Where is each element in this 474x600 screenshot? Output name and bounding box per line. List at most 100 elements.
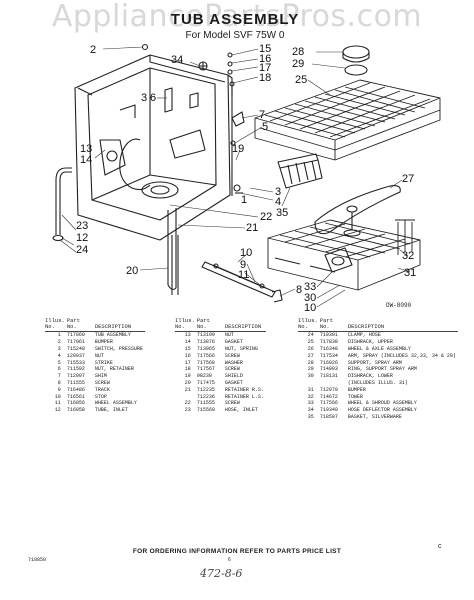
- lower-dishrack: [267, 219, 421, 291]
- description-cell: RETAINER L.S.: [224, 393, 264, 400]
- callout-32: 32: [402, 250, 414, 262]
- silverware-basket: [277, 153, 323, 189]
- part-no-cell: 716348: [319, 345, 338, 352]
- description-cell: TUBE, INLET: [94, 407, 128, 414]
- header-description: DESCRIPTION: [86, 318, 145, 332]
- page-title: TUB ASSEMBLY: [170, 11, 300, 28]
- description-cell: HOSE, INLET: [224, 407, 258, 414]
- inlet-hose: [52, 167, 72, 242]
- callout-24: 24: [76, 244, 88, 256]
- part-no-cell: 714672: [319, 393, 338, 400]
- callout-14: 14: [80, 154, 92, 166]
- part-no-cell: 711555: [66, 379, 85, 386]
- description-cell: BUMPER: [347, 386, 366, 393]
- description-cell: BASKET, SILVERWARE: [347, 413, 402, 420]
- callout-17: 17: [259, 62, 271, 74]
- callout-27: 27: [402, 173, 414, 185]
- part-no-cell: 713965: [196, 345, 215, 352]
- callout-3a: 3: [141, 92, 147, 104]
- part-no-cell: 717838: [319, 339, 338, 346]
- table-row: 712236 RETAINER L.S.: [175, 393, 266, 400]
- part-no-cell: 719301: [319, 332, 338, 339]
- description-cell: WHEEL ASSEMBLY: [94, 400, 137, 407]
- description-cell: RETAINER R.S.: [224, 386, 264, 393]
- page-number: 6: [228, 557, 231, 563]
- description-cell: SWITCH, PRESSURE: [94, 345, 143, 352]
- part-no-cell: 715533: [66, 359, 85, 366]
- part-no-cell: [320, 380, 340, 387]
- illus-no-cell: 35: [307, 413, 314, 420]
- callout-13: 13: [80, 143, 92, 155]
- description-cell: SCREW: [94, 379, 110, 386]
- illus-no-cell: 11: [54, 400, 61, 407]
- description-cell: RING, SUPPORT SPRAY ARM: [347, 366, 417, 373]
- header-description: DESCRIPTION: [339, 318, 458, 332]
- description-cell: WHEEL & AXLE ASSEMBLY: [347, 345, 411, 352]
- callout-28: 28: [292, 46, 304, 58]
- part-no-cell: 712236: [196, 393, 215, 400]
- spray-arm: [314, 185, 401, 237]
- callout-6: 6: [150, 92, 156, 104]
- part-no-cell: 715240: [66, 345, 85, 352]
- part-no-cell: 716486: [66, 386, 85, 393]
- callout-8: 8: [296, 284, 302, 296]
- table-row: 15 713965 NUT, SPRING: [175, 346, 266, 353]
- illus-no-cell: 22: [184, 400, 191, 407]
- description-cell: DISHRACK, UPPER: [347, 339, 393, 346]
- ordering-info: FOR ORDERING INFORMATION REFER TO PARTS …: [132, 548, 342, 555]
- exploded-diagram: 2 15 16 17 18 34 3 6 7 5 28 29 25 27 13 …: [52, 43, 441, 314]
- description-cell: NUT, SPRING: [224, 345, 258, 352]
- illus-no-cell: 30: [307, 373, 314, 380]
- callout-30: 30: [304, 292, 316, 304]
- callout-35: 35: [276, 207, 288, 219]
- illus-no-cell: 28: [307, 359, 314, 366]
- part-no-cell: 716926: [319, 359, 338, 366]
- description-cell: NUT: [94, 352, 104, 359]
- illus-no-cell: 29: [307, 366, 314, 373]
- description-cell: STRIKE: [94, 359, 113, 366]
- callout-18: 18: [259, 72, 271, 84]
- illus-no-cell: 26: [307, 345, 314, 352]
- description-cell: NUT: [224, 332, 234, 339]
- description-cell: TUB ASSEMBLY: [94, 332, 131, 339]
- part-no-cell: 716056: [66, 400, 85, 407]
- illus-no-cell: 23: [184, 407, 191, 414]
- description-cell: GASKET: [224, 379, 243, 386]
- illus-no-cell: 15: [184, 345, 191, 352]
- illus-no-cell: 3: [57, 345, 61, 352]
- tub-assembly: [74, 54, 233, 290]
- part-no-cell: 120937: [66, 352, 85, 359]
- description-cell: WASHER: [224, 359, 243, 366]
- illus-no-cell: 4: [57, 352, 61, 359]
- part-no-cell: 717534: [319, 352, 338, 359]
- part-no-cell: 717566: [196, 352, 215, 359]
- description-cell: BUMPER: [94, 339, 113, 346]
- callout-31: 31: [404, 267, 416, 279]
- description-cell: GASKET: [224, 339, 243, 346]
- callout-5: 5: [262, 121, 268, 133]
- illus-no-cell: [175, 393, 197, 400]
- illus-no-cell: 16: [184, 352, 191, 359]
